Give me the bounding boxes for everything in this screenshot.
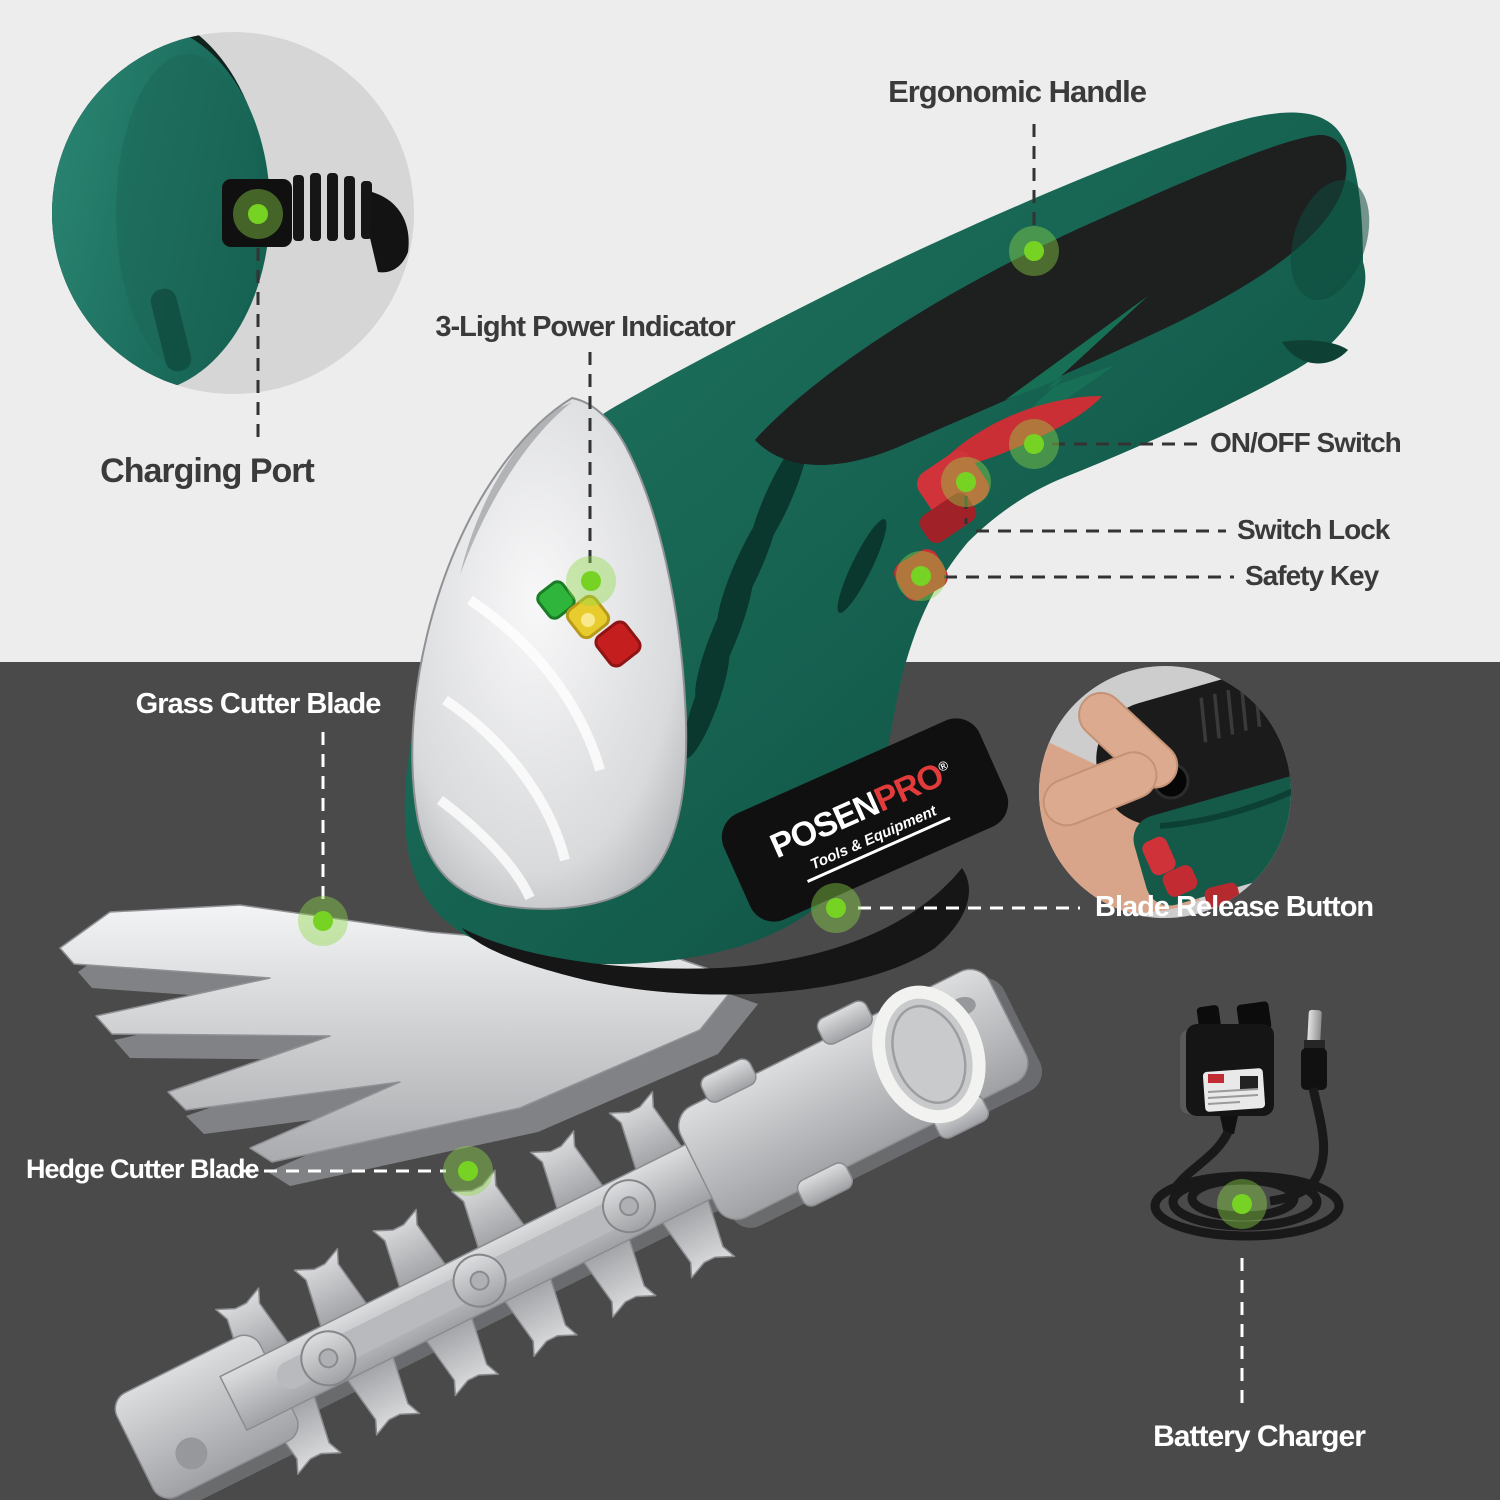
- label-grass-cutter-blade: Grass Cutter Blade: [135, 688, 382, 720]
- callout-dot-charging-port-icon: [233, 189, 283, 239]
- callout-dot-grass-blade-icon: [298, 896, 348, 946]
- panel-swooshes: [436, 595, 605, 901]
- label-switch-lock: Switch Lock: [1237, 514, 1390, 545]
- dc-plug-tip: [1307, 1009, 1322, 1045]
- label-hedge-cutter-blade: Hedge Cutter Blade: [26, 1154, 260, 1184]
- air-vents: [682, 437, 887, 759]
- callout-dot-switch-lock-icon: [941, 457, 991, 507]
- callout-dot-on-off-switch-icon: [1009, 419, 1059, 469]
- callout-dot-power-indicator-icon: [566, 556, 616, 606]
- callout-dot-hedge-blade-icon: [443, 1146, 493, 1196]
- label-charging-port: Charging Port: [100, 452, 315, 490]
- label-blade-release-button: Blade Release Button: [1095, 891, 1374, 923]
- handle-end-cap: [1290, 179, 1370, 301]
- label-power-indicator: 3-Light Power Indicator: [435, 311, 735, 343]
- hedge-cutter-blade: [114, 968, 1043, 1500]
- blade-release-inset: [1039, 666, 1291, 918]
- grip-zigzag: [972, 296, 1148, 465]
- label-battery-charger: Battery Charger: [1153, 1420, 1366, 1453]
- brand-label-plate: [721, 718, 1009, 922]
- label-safety-key: Safety Key: [1245, 560, 1379, 591]
- leader-lines: [242, 124, 1244, 1408]
- callout-dot-safety-key-icon: [896, 551, 946, 601]
- power-indicator-lights: [536, 580, 642, 668]
- front-panel: [411, 396, 688, 910]
- blade-screws: [300, 1179, 657, 1387]
- tool-base: [462, 868, 970, 995]
- callout-dot-ergonomic-handle-icon: [1009, 226, 1059, 276]
- hang-hook: [1282, 340, 1348, 364]
- callout-dot-battery-charger-icon: [1217, 1179, 1267, 1229]
- battery-charger-illustration: [1150, 1001, 1344, 1241]
- label-ergonomic-handle: Ergonomic Handle: [888, 74, 1147, 109]
- label-on-off-switch: ON/OFF Switch: [1210, 427, 1402, 458]
- handle-grip: [755, 135, 1347, 465]
